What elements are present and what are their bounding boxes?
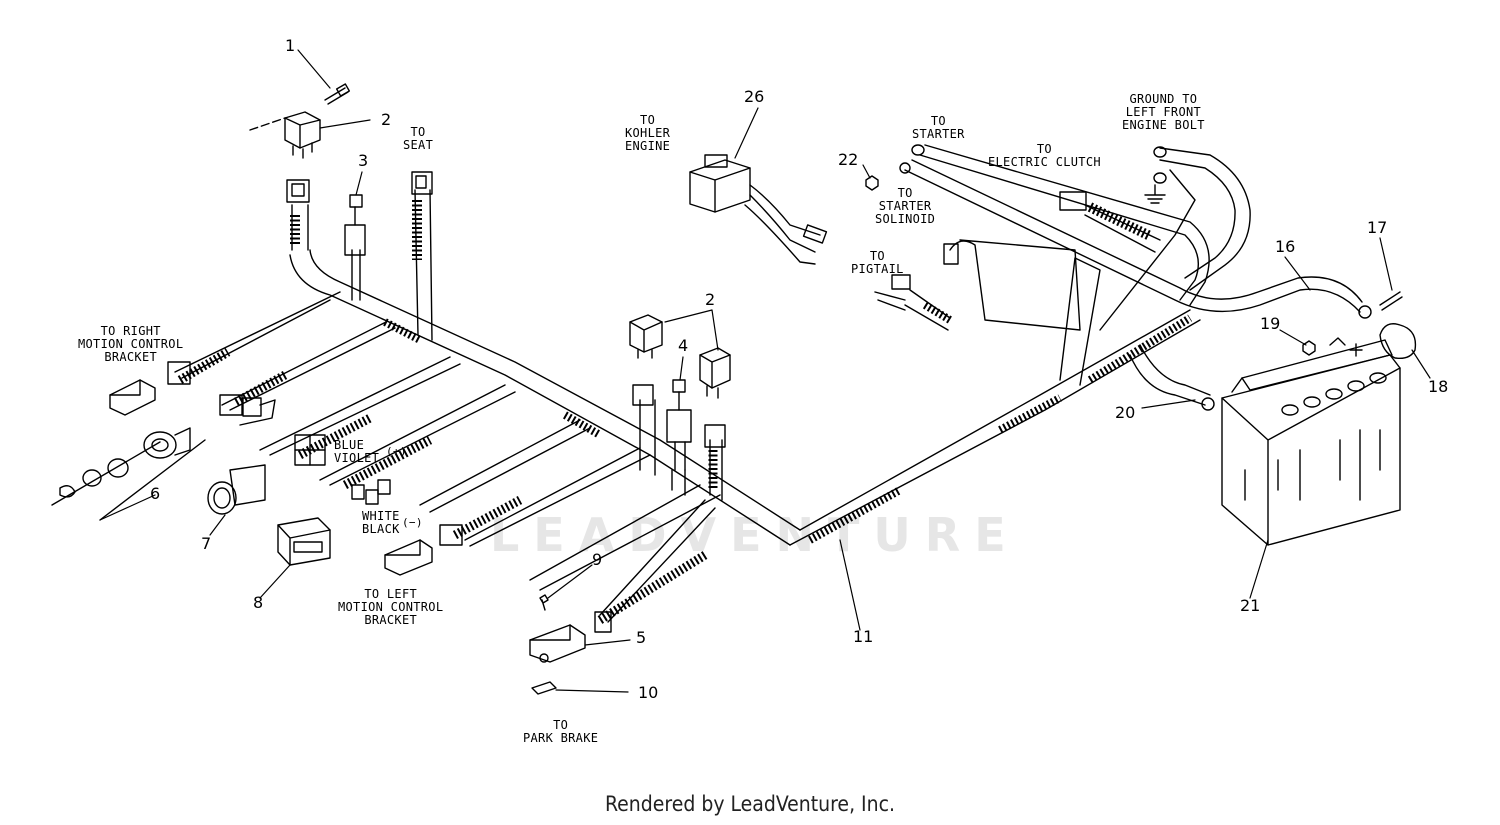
callout-9: 9	[592, 550, 603, 569]
label-to-pigtail: TO PIGTAIL	[851, 249, 904, 276]
nut-22-icon	[865, 175, 879, 191]
hour-meter-8-icon	[277, 517, 331, 566]
indicator-light-7-icon	[207, 464, 266, 515]
harness-branches	[174, 189, 723, 624]
battery-21-icon	[1221, 337, 1401, 546]
right-motion-control-connector-icon	[109, 361, 191, 416]
callout-22: 22	[838, 150, 859, 169]
left-motion-control-connector-icon	[384, 524, 463, 576]
callout-11: 11	[853, 627, 874, 646]
callout-7: 7	[201, 534, 212, 553]
fuse-3-icon	[344, 194, 366, 256]
main-harness	[289, 249, 1201, 546]
label-to-starter: TO STARTER	[912, 114, 965, 141]
label-to-kohler-engine: TO KOHLER ENGINE	[625, 113, 671, 153]
pigtail-connector-icon	[874, 274, 953, 331]
connector-pair-icon	[219, 394, 276, 426]
screw-9-icon	[539, 594, 549, 611]
terminal-cover-18-icon	[1379, 323, 1417, 360]
label-blue-violet: BLUE VIOLET	[334, 438, 380, 465]
footer-credit: Rendered by LeadVenture, Inc.	[605, 792, 895, 816]
callout-4: 4	[678, 336, 689, 355]
callout-5: 5	[636, 628, 647, 647]
label-to-park-brake: TO PARK BRAKE	[523, 718, 599, 745]
label-negative: (−)	[402, 516, 423, 529]
label-to-seat: TO SEAT	[403, 125, 434, 152]
callout-19: 19	[1260, 314, 1281, 333]
callout-6: 6	[150, 484, 161, 503]
seat-connector-icon	[411, 171, 433, 195]
callout-20: 20	[1115, 403, 1136, 422]
callout-21: 21	[1240, 596, 1261, 615]
callout-3: 3	[358, 151, 369, 170]
key-switch-6-icon	[51, 427, 206, 521]
callout-2-top: 2	[381, 110, 392, 129]
relay-socket-connectors-icon	[632, 384, 726, 448]
relay-2-center-right-icon	[699, 347, 731, 399]
callout-1: 1	[285, 36, 296, 55]
relay-2-top-icon	[249, 111, 321, 159]
screw-1-icon	[324, 83, 351, 105]
label-white-black: WHITE BLACK	[362, 509, 400, 536]
clip-10-icon	[531, 681, 557, 695]
label-to-electric-clutch: TO ELECTRIC CLUTCH	[988, 142, 1101, 169]
callout-10: 10	[638, 683, 659, 702]
label-to-left-motion-control-bracket: TO LEFT MOTION CONTROL BRACKET	[338, 587, 444, 627]
screw-17-icon	[1379, 291, 1403, 311]
connector-4-way-icon	[294, 434, 326, 466]
fuse-4-icon	[666, 379, 692, 471]
leadventure-watermark: LEADVENTURE	[490, 508, 1020, 562]
callout-leader-lines	[99, 49, 1431, 693]
kohler-engine-connector-26-icon	[689, 154, 828, 265]
relay-2-center-left-icon	[629, 314, 663, 359]
callout-17: 17	[1367, 218, 1388, 237]
nut-19-icon	[1302, 340, 1316, 356]
label-to-right-motion-control-bracket: TO RIGHT MOTION CONTROL BRACKET	[78, 324, 184, 364]
connector-top-left-icon	[286, 179, 310, 251]
terminal-leads-icon	[351, 479, 391, 505]
callout-26: 26	[744, 87, 765, 106]
callout-8: 8	[253, 593, 264, 612]
label-ground-to-left-front-engine-bolt: GROUND TO LEFT FRONT ENGINE BOLT	[1122, 92, 1205, 132]
battery-cable-20-icon	[1129, 344, 1215, 411]
label-positive: (+)	[386, 445, 407, 458]
starter-cables-icon	[899, 144, 1372, 386]
callout-16: 16	[1275, 237, 1296, 256]
callout-18: 18	[1428, 377, 1449, 396]
label-to-starter-solinoid: TO STARTER SOLINOID	[875, 186, 936, 226]
park-brake-switch-5-icon	[529, 611, 612, 663]
callout-2-center: 2	[705, 290, 716, 309]
